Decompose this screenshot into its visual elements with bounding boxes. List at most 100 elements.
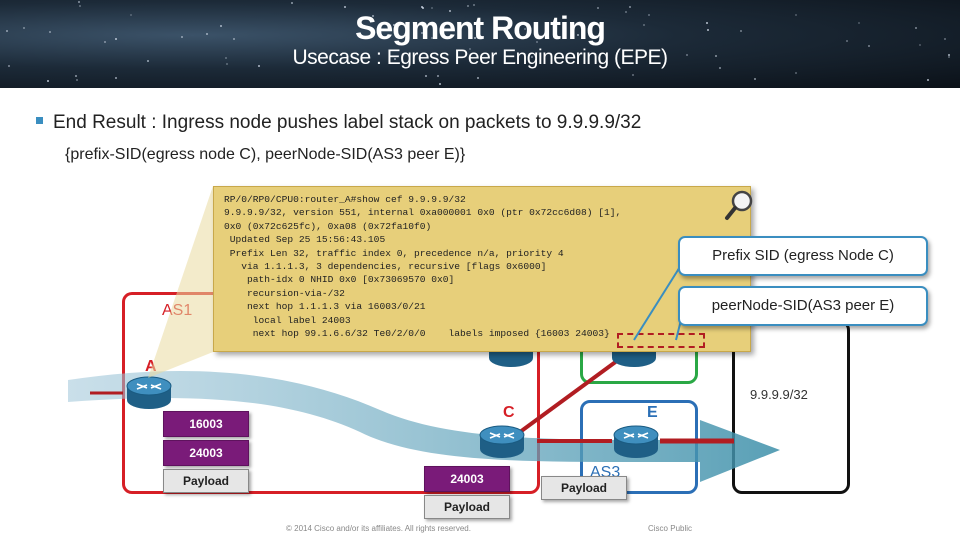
star-dot — [291, 2, 293, 4]
star-dot — [927, 79, 929, 81]
bullet-square-icon — [36, 117, 43, 125]
cli-line: via 1.1.1.3, 3 dependencies, recursive [… — [224, 261, 547, 273]
star-dot — [225, 57, 227, 59]
peer-node-sid-callout: peerNode-SID(AS3 peer E) — [678, 286, 928, 326]
router-a-icon — [126, 376, 172, 409]
cli-output-panel: RP/0/RP0/CPU0:router_A#show cef 9.9.9.9/… — [213, 186, 753, 352]
star-dot — [437, 75, 439, 77]
star-dot — [76, 79, 78, 81]
cli-line: next hop 1.1.1.3 via 16003/0/21 — [224, 301, 426, 313]
star-dot — [394, 58, 396, 60]
cli-line: recursion-via-/32 — [224, 287, 345, 299]
star-dot — [706, 22, 708, 24]
star-dot — [467, 5, 469, 7]
star-dot — [393, 24, 395, 26]
label-stack-description: {prefix-SID(egress node C), peerNode-SID… — [65, 146, 466, 163]
star-dot — [469, 48, 471, 50]
slide-title: Segment Routing — [355, 10, 606, 46]
star-dot — [474, 37, 476, 39]
node-a-label: A — [145, 358, 157, 375]
router-c-icon — [479, 425, 525, 458]
payload-box: Payload — [541, 476, 627, 500]
star-dot — [536, 41, 538, 43]
packet-at-e: Payload — [541, 476, 627, 500]
star-dot — [625, 11, 627, 13]
star-dot — [220, 25, 222, 27]
title-banner: Segment Routing Usecase : Egress Peer En… — [0, 0, 960, 88]
cli-line: RP/0/RP0/CPU0:router_A#show cef 9.9.9.9/… — [224, 194, 466, 205]
router-e-icon — [613, 425, 659, 458]
copyright-footer: © 2014 Cisco and/or its affiliates. All … — [286, 524, 471, 533]
star-dot — [181, 36, 183, 38]
star-dot — [258, 65, 260, 67]
star-dot — [597, 7, 599, 9]
star-dot — [948, 56, 950, 58]
classification-footer: Cisco Public — [648, 524, 693, 533]
star-dot — [648, 14, 650, 16]
star-dot — [858, 22, 860, 24]
star-dot — [795, 14, 797, 16]
bullet-end-result: End Result : Ingress node pushes label s… — [36, 112, 641, 134]
cli-line: Prefix Len 32, traffic index 0, preceden… — [224, 247, 564, 259]
star-dot — [473, 4, 475, 6]
label-peer-node-sid: 24003 — [163, 440, 249, 466]
star-dot — [944, 38, 946, 40]
star-dot — [431, 7, 433, 9]
link-c-to-peer — [518, 353, 627, 434]
star-dot — [686, 54, 688, 56]
magnifier-icon — [725, 190, 753, 220]
star-dot — [421, 32, 423, 34]
star-dot — [47, 80, 49, 82]
star-dot — [719, 67, 721, 69]
star-dot — [78, 1, 80, 3]
star-dot — [147, 60, 149, 62]
cli-line: path-idx 0 NHID 0x0 [0x73069570 0x0] — [224, 274, 455, 286]
star-dot — [206, 33, 208, 35]
star-dot — [115, 38, 117, 40]
star-dot — [632, 74, 634, 76]
star-dot — [707, 29, 709, 31]
label-prefix-sid: 16003 — [163, 411, 249, 437]
star-dot — [23, 27, 25, 29]
star-dot — [49, 31, 51, 33]
traffic-flow-arrow — [68, 371, 780, 482]
star-dot — [372, 15, 374, 17]
star-dot — [715, 55, 717, 57]
star-dot — [431, 37, 433, 39]
star-dot — [8, 65, 10, 67]
star-dot — [477, 77, 479, 79]
star-dot — [233, 38, 235, 40]
cli-output-text: RP/0/RP0/CPU0:router_A#show cef 9.9.9.9/… — [224, 193, 750, 340]
slide-subtitle: Usecase : Egress Peer Engineering (EPE) — [292, 46, 668, 69]
star-dot — [524, 28, 526, 30]
star-dot — [79, 5, 81, 7]
star-dot — [643, 24, 645, 26]
star-dot — [115, 77, 117, 79]
destination-prefix-label: 9.9.9.9/32 — [750, 387, 808, 402]
packet-at-c: 24003 Payload — [424, 466, 510, 519]
star-dot — [846, 40, 848, 42]
star-dot — [795, 72, 797, 74]
bullet-text: End Result : Ingress node pushes label s… — [53, 112, 642, 133]
star-dot — [948, 54, 950, 56]
star-dot — [577, 34, 579, 36]
star-dot — [449, 10, 451, 12]
star-dot — [531, 56, 533, 58]
star-dot — [425, 75, 427, 77]
payload-box: Payload — [163, 469, 249, 493]
star-dot — [919, 44, 921, 46]
star-dot — [915, 27, 917, 29]
star-dot — [421, 6, 423, 8]
star-dot — [422, 7, 424, 9]
cli-line: Updated Sep 25 15:56:43.105 — [224, 234, 386, 246]
star-dot — [505, 27, 507, 29]
star-dot — [344, 6, 346, 8]
star-dot — [439, 83, 441, 85]
star-dot — [629, 6, 631, 8]
node-c-label: C — [503, 404, 515, 421]
packet-at-a: 16003 24003 Payload — [163, 411, 249, 493]
prefix-sid-callout: Prefix SID (egress Node C) — [678, 236, 928, 276]
cli-line: next hop 99.1.6.6/32 Te0/2/0/0 labels im… — [224, 328, 610, 340]
star-dot — [130, 14, 132, 16]
